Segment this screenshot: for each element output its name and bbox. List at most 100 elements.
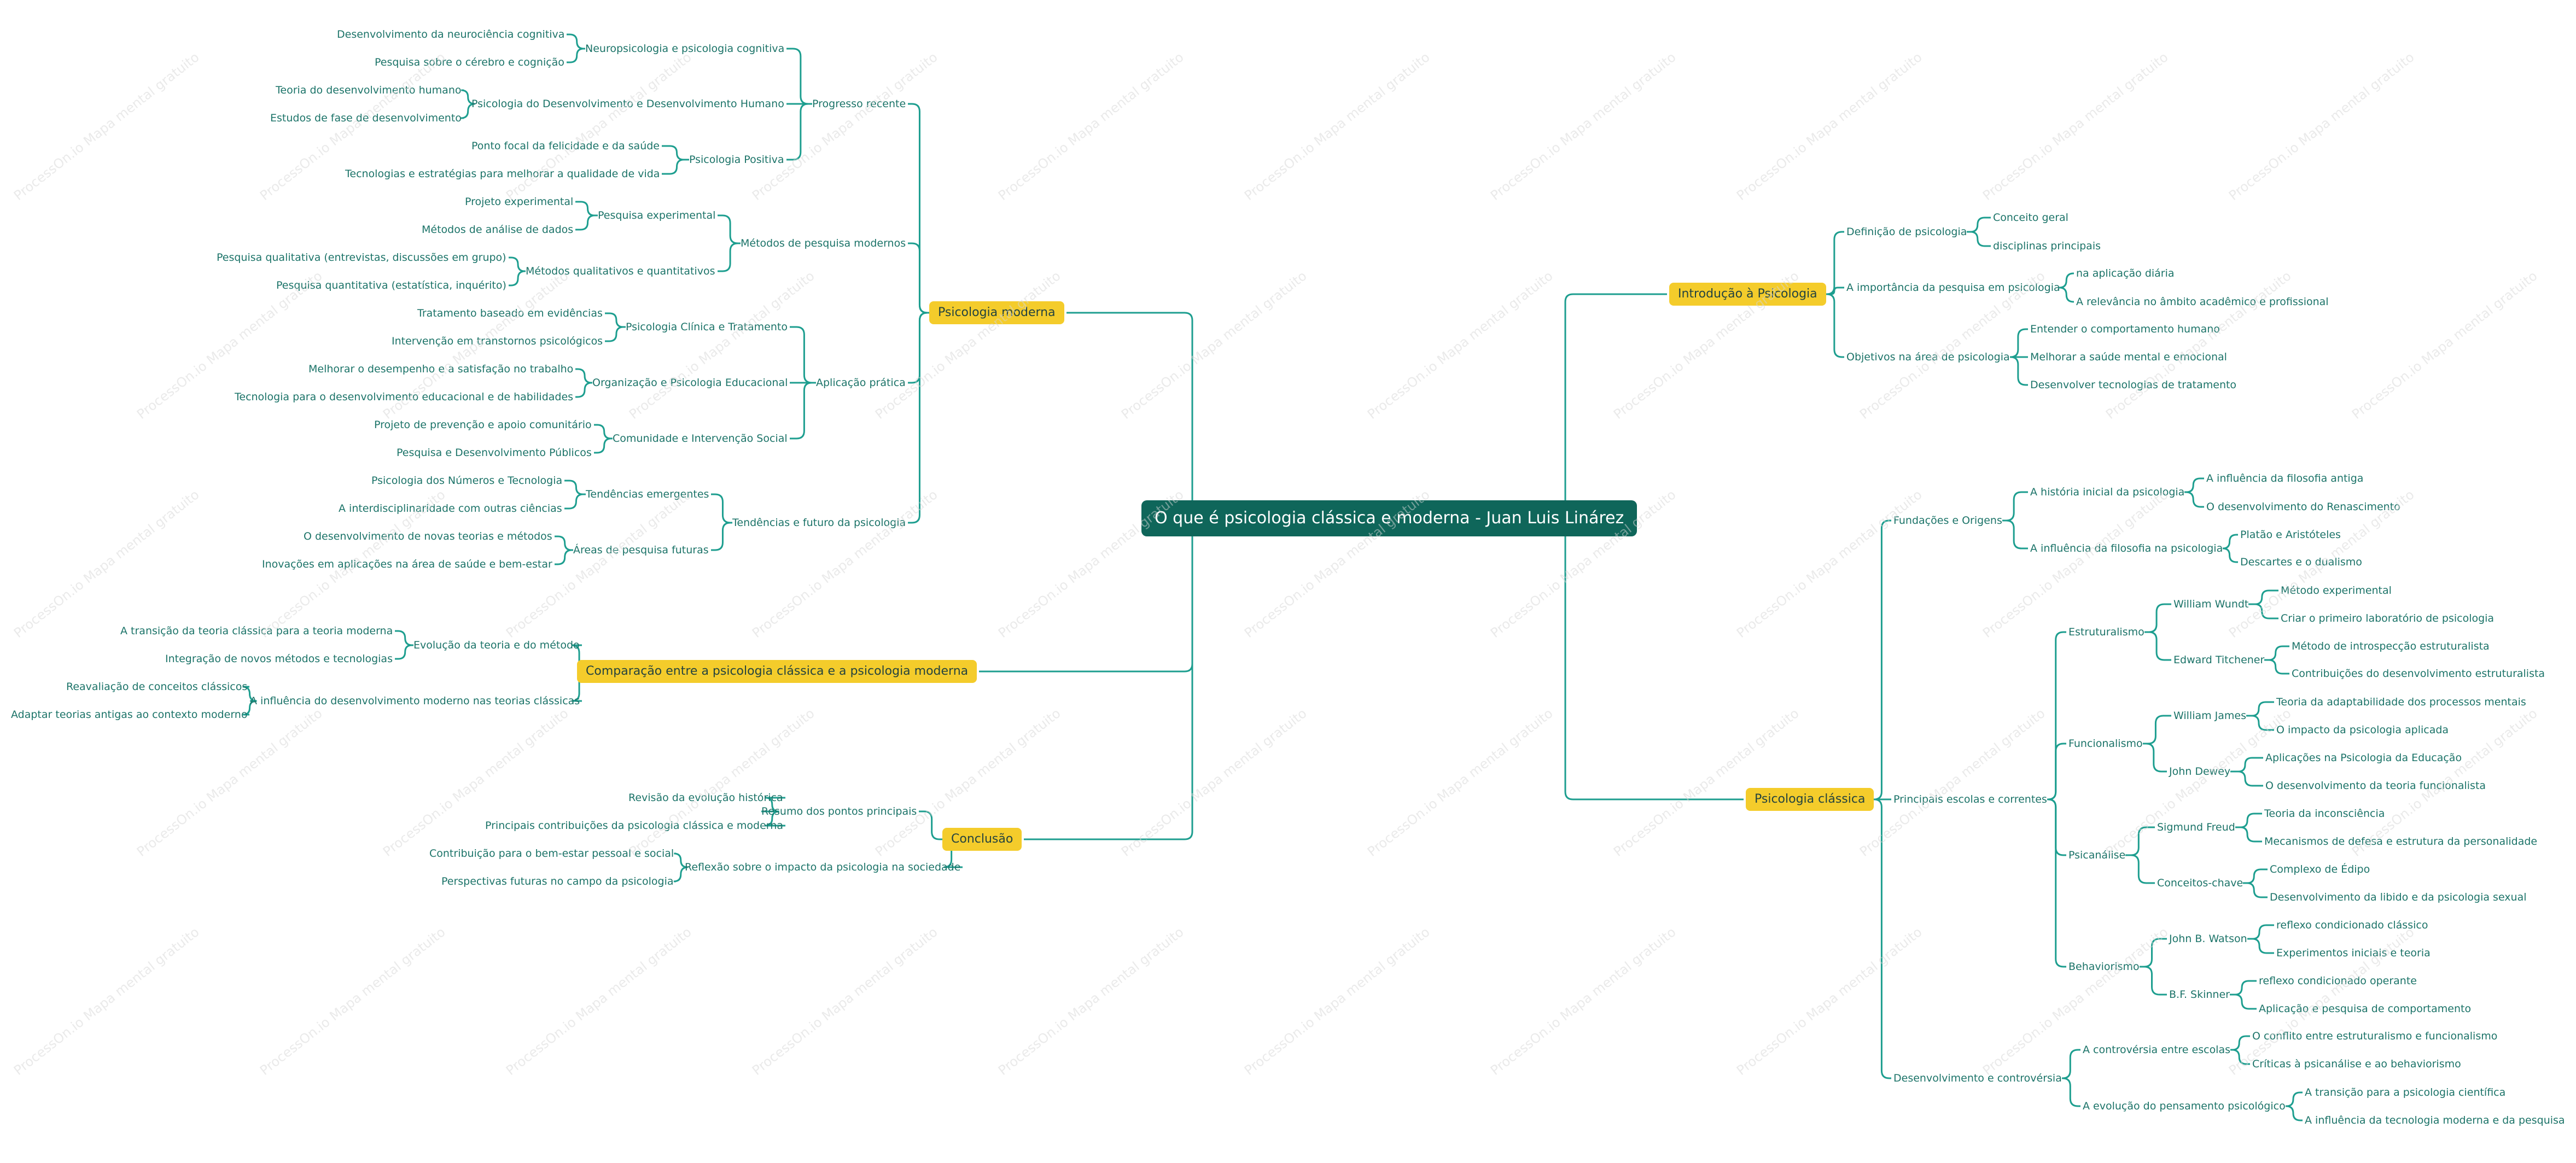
main-topic-moderna[interactable]: Psicologia moderna bbox=[929, 301, 1064, 324]
subtopic-intro-obj-2[interactable]: Melhorar a saúde mental e emocional bbox=[2030, 351, 2227, 363]
subtopic-wundt[interactable]: William Wundt bbox=[2173, 598, 2249, 610]
subtopic-fund[interactable]: Fundações e Origens bbox=[1893, 515, 2002, 527]
subtopic-infl-1[interactable]: Reavaliação de conceitos clássicos bbox=[66, 681, 248, 693]
subtopic-dh-1[interactable]: Teoria do desenvolvimento humano bbox=[276, 84, 462, 96]
subtopic-clin-1[interactable]: Tratamento baseado em evidências bbox=[417, 307, 603, 319]
main-topic-classic[interactable]: Psicologia clássica bbox=[1746, 788, 1874, 811]
subtopic-apl[interactable]: Aplicação prática bbox=[816, 377, 906, 389]
subtopic-intro-obj-3[interactable]: Desenvolver tecnologias de tratamento bbox=[2030, 379, 2237, 391]
subtopic-com-2[interactable]: Pesquisa e Desenvolvimento Públicos bbox=[397, 447, 592, 459]
subtopic-mqq-1[interactable]: Pesquisa qualitativa (entrevistas, discu… bbox=[217, 252, 506, 264]
subtopic-evteo[interactable]: Evolução da teoria e do método bbox=[413, 639, 580, 651]
subtopic-com-1[interactable]: Projeto de prevenção e apoio comunitário bbox=[374, 419, 592, 431]
subtopic-intro-def[interactable]: Definição de psicologia bbox=[1846, 226, 1967, 238]
subtopic-dewey-2[interactable]: O desenvolvimento da teoria funcionalist… bbox=[2265, 780, 2486, 792]
subtopic-neuro[interactable]: Neuropsicologia e psicologia cognitiva bbox=[585, 43, 785, 55]
subtopic-res-1[interactable]: Revisão da evolução histórica bbox=[628, 792, 783, 804]
subtopic-titch-1[interactable]: Método de introspecção estruturalista bbox=[2292, 640, 2490, 652]
subtopic-fund-hist[interactable]: A história inicial da psicologia bbox=[2030, 486, 2185, 498]
subtopic-james-2[interactable]: O impacto da psicologia aplicada bbox=[2276, 724, 2449, 736]
subtopic-mqq-2[interactable]: Pesquisa quantitativa (estatística, inqu… bbox=[276, 279, 506, 291]
subtopic-freud[interactable]: Sigmund Freud bbox=[2157, 821, 2235, 833]
subtopic-clin-2[interactable]: Intervenção em transtornos psicológicos bbox=[392, 335, 603, 347]
subtopic-wundt-1[interactable]: Método experimental bbox=[2281, 585, 2392, 597]
subtopic-james[interactable]: William James bbox=[2173, 710, 2247, 722]
subtopic-fund-filo-1[interactable]: Platão e Aristóteles bbox=[2240, 529, 2341, 541]
main-topic-comp[interactable]: Comparação entre a psicologia clássica e… bbox=[577, 660, 977, 683]
subtopic-skinner[interactable]: B.F. Skinner bbox=[2169, 989, 2230, 1001]
subtopic-ref[interactable]: Reflexão sobre o impacto da psicologia n… bbox=[685, 861, 961, 873]
subtopic-titch-2[interactable]: Contribuições do desenvolvimento estrutu… bbox=[2292, 668, 2545, 680]
subtopic-intro-def-1[interactable]: Conceito geral bbox=[1993, 212, 2068, 224]
subtopic-res[interactable]: Resumo dos pontos principais bbox=[761, 805, 917, 817]
main-topic-intro[interactable]: Introdução à Psicologia bbox=[1669, 283, 1826, 306]
subtopic-behav[interactable]: Behaviorismo bbox=[2068, 961, 2140, 973]
subtopic-intro-imp-1[interactable]: na aplicação diária bbox=[2076, 267, 2175, 279]
subtopic-fund-filo-2[interactable]: Descartes e o dualismo bbox=[2240, 556, 2362, 568]
subtopic-org[interactable]: Organização e Psicologia Educacional bbox=[592, 377, 788, 389]
subtopic-pos-2[interactable]: Tecnologias e estratégias para melhorar … bbox=[345, 168, 660, 180]
subtopic-temer-2[interactable]: A interdisciplinaridade com outras ciênc… bbox=[339, 502, 562, 515]
subtopic-estr[interactable]: Estruturalismo bbox=[2068, 626, 2144, 638]
subtopic-areas-1[interactable]: O desenvolvimento de novas teorias e mét… bbox=[304, 530, 552, 542]
subtopic-freud-1[interactable]: Teoria da inconsciência bbox=[2264, 808, 2385, 820]
subtopic-clin[interactable]: Psicologia Clínica e Tratamento bbox=[626, 321, 788, 333]
subtopic-dewey-1[interactable]: Aplicações na Psicologia da Educação bbox=[2265, 752, 2462, 764]
subtopic-freud-2[interactable]: Mecanismos de defesa e estrutura da pers… bbox=[2264, 835, 2538, 848]
subtopic-areas[interactable]: Áreas de pesquisa futuras bbox=[573, 544, 709, 556]
subtopic-contr[interactable]: A controvérsia entre escolas bbox=[2083, 1044, 2231, 1056]
subtopic-prog[interactable]: Progresso recente bbox=[812, 98, 906, 110]
subtopic-intro-imp[interactable]: A importância da pesquisa em psicologia bbox=[1846, 282, 2060, 294]
subtopic-desen[interactable]: Desenvolvimento e controvérsia bbox=[1893, 1072, 2062, 1084]
root-topic-root[interactable]: O que é psicologia clássica e moderna - … bbox=[1141, 500, 1637, 536]
subtopic-pos[interactable]: Psicologia Positiva bbox=[689, 154, 784, 166]
subtopic-ref-1[interactable]: Contribuição para o bem-estar pessoal e … bbox=[429, 848, 674, 860]
subtopic-fund-hist-2[interactable]: O desenvolvimento do Renascimento bbox=[2206, 501, 2400, 513]
subtopic-conc[interactable]: Conceitos-chave bbox=[2157, 877, 2243, 889]
subtopic-james-1[interactable]: Teoria da adaptabilidade dos processos m… bbox=[2276, 696, 2526, 708]
subtopic-evteo-1[interactable]: A transição da teoria clássica para a te… bbox=[120, 625, 393, 637]
subtopic-temer-1[interactable]: Psicologia dos Números e Tecnologia bbox=[371, 475, 563, 487]
subtopic-intro-imp-2[interactable]: A relevância no âmbito acadêmico e profi… bbox=[2076, 296, 2329, 308]
subtopic-psican[interactable]: Psicanálise bbox=[2068, 849, 2126, 861]
subtopic-org-1[interactable]: Melhorar o desempenho e a satisfação no … bbox=[308, 363, 574, 375]
subtopic-func[interactable]: Funcionalismo bbox=[2068, 738, 2143, 750]
subtopic-wundt-2[interactable]: Criar o primeiro laboratório de psicolog… bbox=[2281, 612, 2495, 624]
subtopic-contr-1[interactable]: O conflito entre estruturalismo e funcio… bbox=[2252, 1030, 2498, 1042]
subtopic-evol-2[interactable]: A influência da tecnologia moderna e da … bbox=[2305, 1114, 2565, 1126]
subtopic-neuro-1[interactable]: Desenvolvimento da neurociência cognitiv… bbox=[337, 28, 565, 40]
subtopic-dh-2[interactable]: Estudos de fase de desenvolvimento bbox=[270, 112, 462, 124]
subtopic-neuro-2[interactable]: Pesquisa sobre o cérebro e cognição bbox=[375, 56, 564, 68]
subtopic-mqq[interactable]: Métodos qualitativos e quantitativos bbox=[526, 265, 715, 277]
subtopic-esc[interactable]: Principais escolas e correntes bbox=[1893, 793, 2047, 805]
subtopic-conc-1[interactable]: Complexo de Édipo bbox=[2270, 863, 2370, 875]
subtopic-evol[interactable]: A evolução do pensamento psicológico bbox=[2083, 1100, 2286, 1112]
subtopic-fund-filo[interactable]: A influência da filosofia na psicologia bbox=[2030, 542, 2223, 554]
subtopic-pexp-2[interactable]: Métodos de análise de dados bbox=[422, 224, 574, 236]
subtopic-dewey[interactable]: John Dewey bbox=[2169, 765, 2231, 778]
subtopic-skinner-2[interactable]: Aplicação e pesquisa de comportamento bbox=[2259, 1003, 2472, 1015]
subtopic-intro-obj[interactable]: Objetivos na área de psicologia bbox=[1846, 351, 2010, 363]
subtopic-tend[interactable]: Tendências e futuro da psicologia bbox=[732, 517, 906, 529]
subtopic-res-2[interactable]: Principais contribuições da psicologia c… bbox=[485, 820, 783, 832]
subtopic-evol-1[interactable]: A transição para a psicologia científica bbox=[2305, 1086, 2506, 1098]
subtopic-contr-2[interactable]: Críticas à psicanálise e ao behaviorismo bbox=[2252, 1058, 2461, 1070]
subtopic-watson-1[interactable]: reflexo condicionado clássico bbox=[2276, 919, 2428, 931]
subtopic-infl[interactable]: A influência do desenvolvimento moderno … bbox=[250, 695, 580, 707]
subtopic-intro-obj-1[interactable]: Entender o comportamento humano bbox=[2030, 323, 2220, 335]
subtopic-watson-2[interactable]: Experimentos iniciais e teoria bbox=[2276, 947, 2431, 959]
subtopic-skinner-1[interactable]: reflexo condicionado operante bbox=[2259, 975, 2417, 987]
subtopic-pexp-1[interactable]: Projeto experimental bbox=[465, 196, 574, 208]
subtopic-com[interactable]: Comunidade e Intervenção Social bbox=[613, 433, 788, 445]
subtopic-conc-2[interactable]: Desenvolvimento da libido e da psicologi… bbox=[2270, 891, 2527, 903]
subtopic-ref-2[interactable]: Perspectivas futuras no campo da psicolo… bbox=[441, 875, 674, 887]
subtopic-intro-def-2[interactable]: disciplinas principais bbox=[1993, 240, 2101, 252]
subtopic-areas-2[interactable]: Inovações em aplicações na área de saúde… bbox=[262, 558, 552, 570]
subtopic-temer[interactable]: Tendências emergentes bbox=[586, 488, 709, 500]
subtopic-titch[interactable]: Edward Titchener bbox=[2173, 654, 2265, 666]
subtopic-dh[interactable]: Psicologia do Desenvolvimento e Desenvol… bbox=[471, 98, 784, 110]
subtopic-pos-1[interactable]: Ponto focal da felicidade e da saúde bbox=[471, 140, 660, 152]
subtopic-fund-hist-1[interactable]: A influência da filosofia antiga bbox=[2206, 472, 2364, 484]
subtopic-met[interactable]: Métodos de pesquisa modernos bbox=[741, 237, 906, 249]
main-topic-concl[interactable]: Conclusão bbox=[942, 828, 1022, 851]
